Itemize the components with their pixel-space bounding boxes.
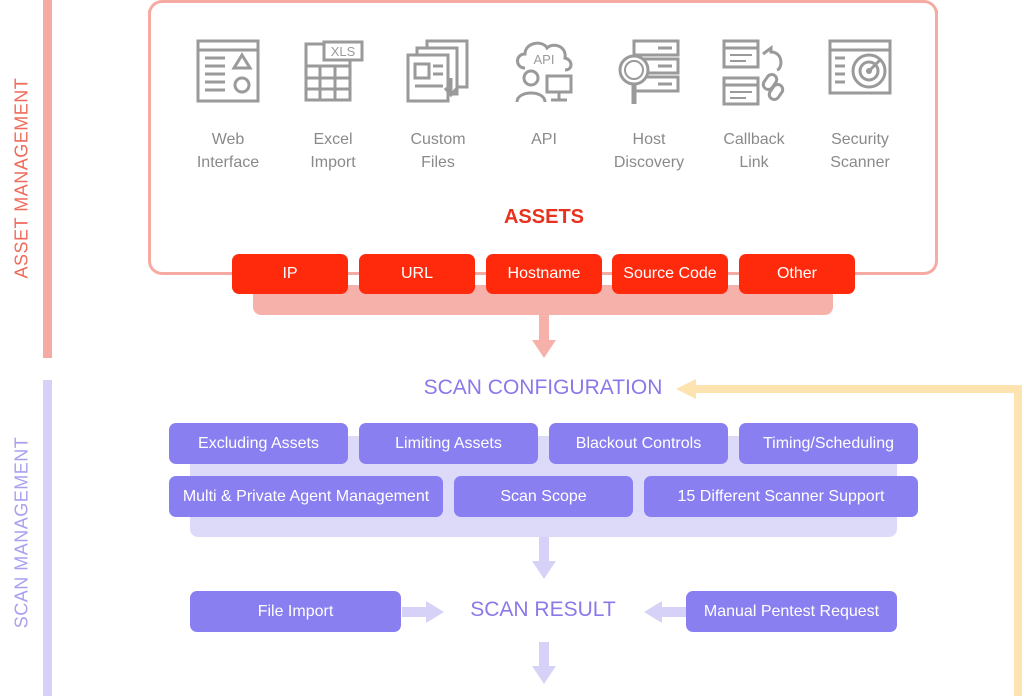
sources-container-top [148,0,938,14]
callback-link-icon [722,39,785,106]
api-icon-text: API [534,52,555,67]
assets-title: ASSETS [503,206,585,228]
source-label-line1: Custom [410,131,466,148]
asset-other: Other [739,254,855,294]
host-discovery-icon [618,39,680,104]
scan-management-bar [43,380,52,696]
feedback-arrow [676,379,1022,696]
source-api: API API [494,38,594,151]
scan-management-label: SCAN MANAGEMENT [11,436,32,629]
file-import-arrow [402,601,444,623]
web-interface-icon [196,39,260,103]
source-label-line2: Scanner [830,154,890,171]
config-scan-scope: Scan Scope [454,476,633,517]
source-label-line2: Interface [196,154,260,171]
source-label-line1: Security [831,131,889,148]
security-scanner-icon [828,39,892,95]
source-label-line1: API [531,131,557,148]
scan-result-title: SCAN RESULT [470,598,616,621]
source-label-line2: Files [421,154,455,171]
api-icon: API [515,41,573,103]
source-label-line2: Link [739,154,769,171]
config-multi-private-agent: Multi & Private Agent Management [169,476,443,517]
manual-pentest-box: Manual Pentest Request [686,591,897,632]
asset-source-code: Source Code [612,254,728,294]
asset-hostname: Hostname [486,254,602,294]
excel-import-icon: XLS [304,40,364,102]
config-timing-scheduling: Timing/Scheduling [739,423,918,464]
scan-configuration-title: SCAN CONFIGURATION [423,376,663,399]
source-label-line1: Host [632,131,666,148]
asset-url: URL [359,254,475,294]
custom-files-icon [406,39,469,103]
source-label-line1: Excel [313,131,353,148]
config-excluding-assets: Excluding Assets [169,423,348,464]
source-label-line2: Import [310,154,356,171]
source-label-line1: Web [211,131,245,148]
config-down-arrow [532,537,556,579]
manual-pentest-arrow [644,601,686,623]
assets-down-arrow [532,314,556,358]
xls-icon-text: XLS [331,44,356,59]
config-blackout-controls: Blackout Controls [549,423,728,464]
asset-management-label: ASSET MANAGEMENT [11,77,32,279]
asset-ip: IP [232,254,348,294]
result-down-arrow [532,642,556,684]
source-label-line1: Callback [723,131,785,148]
asset-management-bar [43,0,52,358]
config-limiting-assets: Limiting Assets [359,423,538,464]
source-label-line2: Discovery [613,154,685,171]
config-scanner-support: 15 Different Scanner Support [644,476,918,517]
file-import-box: File Import [190,591,401,632]
